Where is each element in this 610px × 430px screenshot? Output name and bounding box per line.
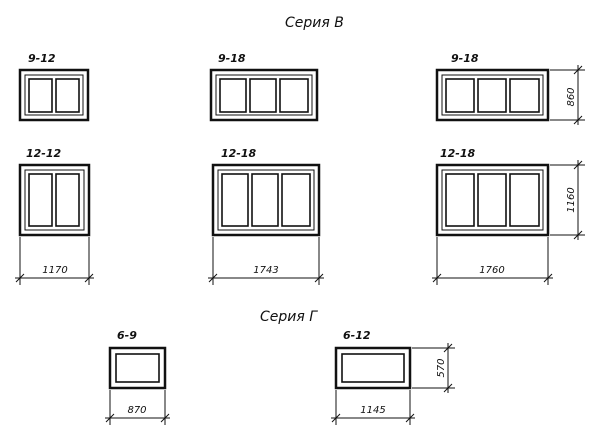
- dimension-width-g-right: 1145: [331, 390, 415, 425]
- window-b5: [211, 163, 321, 237]
- window-mark-b5: 12-18: [221, 147, 257, 160]
- dim-width-870: 870: [127, 405, 146, 416]
- dimension-width-g-left: 870: [105, 390, 170, 425]
- window-mark-g1: 6-9: [117, 329, 137, 342]
- window-mark-g2: 6-12: [343, 329, 371, 342]
- dimension-height-g: 570: [412, 343, 455, 393]
- series-b-heading: Серия В: [285, 15, 344, 31]
- dim-width-1145: 1145: [360, 405, 385, 416]
- dim-height-570: 570: [436, 358, 447, 377]
- window-b4: [18, 163, 91, 237]
- dim-width-1760: 1760: [479, 265, 504, 276]
- window-mark-b4: 12-12: [26, 147, 62, 160]
- window-mark-b6: 12-18: [440, 147, 476, 160]
- window-g1: [108, 346, 167, 390]
- dimension-height-top: 860: [550, 65, 585, 125]
- dim-width-1743: 1743: [253, 265, 278, 276]
- dimension-width-mid: 1743: [208, 237, 324, 285]
- window-mark-b1: 9-12: [28, 52, 56, 65]
- dimension-height-bottom: 1160: [550, 160, 585, 240]
- dim-height-1160: 1160: [566, 187, 577, 212]
- dim-height-860: 860: [566, 87, 577, 106]
- dimension-width-left: 1170: [15, 237, 94, 285]
- window-g2: [334, 346, 412, 390]
- window-mark-b2: 9-18: [218, 52, 246, 65]
- window-b6: [435, 163, 550, 237]
- window-b1: [18, 68, 90, 122]
- dim-width-1170: 1170: [42, 265, 67, 276]
- window-mark-b3: 9-18: [451, 52, 479, 65]
- window-b3: [435, 68, 550, 122]
- window-b2: [209, 68, 319, 122]
- series-g-heading: Серия Г: [260, 309, 318, 325]
- dimension-width-right: 1760: [432, 237, 553, 285]
